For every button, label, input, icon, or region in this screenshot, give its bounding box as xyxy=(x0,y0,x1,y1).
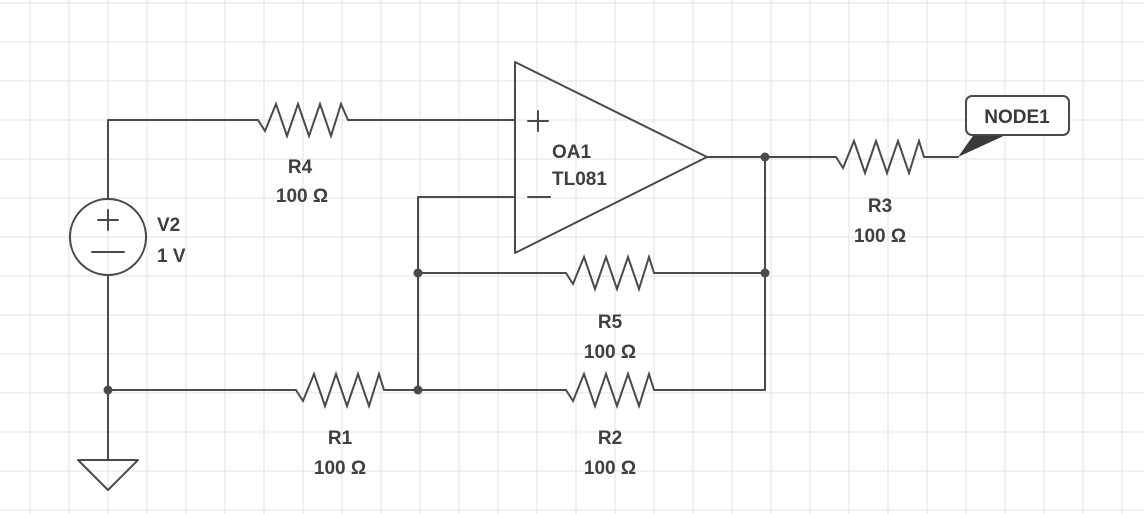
oa1-name-label: OA1 xyxy=(552,142,592,163)
junction-dot xyxy=(760,152,770,162)
r1-value-label: 100 Ω xyxy=(314,458,366,479)
r3-value-label: 100 Ω xyxy=(854,226,906,247)
resistor-r4[interactable] xyxy=(257,100,349,140)
opamp-triangle xyxy=(514,61,708,254)
wire-v2-to-r4 xyxy=(107,119,259,200)
r3-name-label: R3 xyxy=(868,196,892,217)
resistor-r5[interactable] xyxy=(565,253,655,293)
net-label-pointer xyxy=(958,133,1010,157)
opamp-oa1[interactable] xyxy=(514,61,708,254)
net-label-box xyxy=(965,95,1070,136)
r4-name-label: R4 xyxy=(288,157,313,178)
r4-value-label: 100 Ω xyxy=(276,186,328,207)
resistor-r3[interactable] xyxy=(835,137,925,177)
voltage-source-v2[interactable] xyxy=(69,198,147,276)
junction-dot xyxy=(413,268,423,278)
wire-opamp-minus-feedback xyxy=(417,196,516,391)
net-label-node1[interactable]: NODE1 xyxy=(958,95,1070,157)
voltage-source-circle xyxy=(69,198,147,276)
junction-dot xyxy=(413,385,423,395)
junction-dot xyxy=(103,385,113,395)
oa1-part-label: TL081 xyxy=(552,169,607,190)
wires xyxy=(107,119,959,461)
r2-name-label: R2 xyxy=(598,428,622,449)
v2-name-label: V2 xyxy=(157,215,180,236)
junction-dot xyxy=(760,268,770,278)
wire-r2-to-output xyxy=(653,156,766,391)
ground-icon xyxy=(77,459,139,491)
r2-value-label: 100 Ω xyxy=(584,458,636,479)
resistor-r1[interactable] xyxy=(295,370,385,410)
r5-value-label: 100 Ω xyxy=(584,342,636,363)
resistor-r2[interactable] xyxy=(565,370,655,410)
net-label-text: NODE1 xyxy=(984,107,1050,128)
r1-name-label: R1 xyxy=(328,428,353,449)
v2-value-label: 1 V xyxy=(157,246,186,267)
r5-name-label: R5 xyxy=(598,312,623,333)
